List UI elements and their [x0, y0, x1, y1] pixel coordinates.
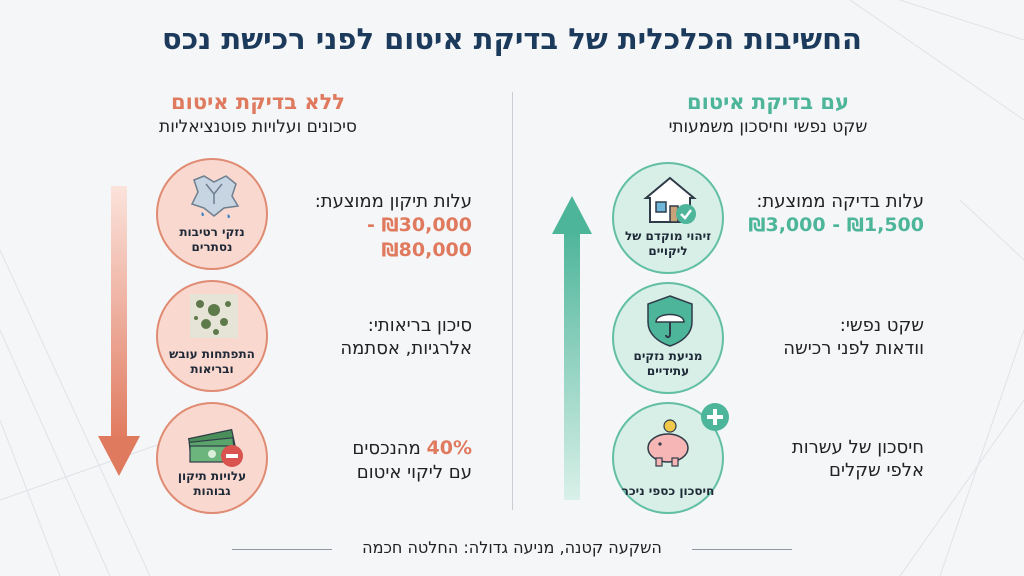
with-inspection-heading: עם בדיקת איטום — [687, 90, 849, 114]
health-risk-line2: אלרגיות, אסתמה — [340, 338, 472, 360]
mold-icon — [190, 294, 238, 338]
savings-label: חיסכון כספי ניכר — [621, 483, 715, 498]
peace-of-mind-line2: וודאות לפני רכישה — [783, 338, 924, 360]
shield-umbrella-icon — [647, 295, 693, 347]
up-arrow-icon — [552, 196, 592, 500]
inspection-cost-value: ₪1,500 - ₪3,000 — [748, 214, 924, 237]
savings-line1: חיסכון של עשרות — [791, 437, 924, 458]
peace-of-mind-text: שקט נפשי: וודאות לפני רכישה — [734, 314, 924, 361]
page-title: החשיבות הכלכלית של בדיקת איטום לפני רכיש… — [162, 22, 862, 56]
percentage-value: 40% — [426, 437, 472, 459]
without-inspection-subheading: סיכונים ועלויות פוטנציאליות — [159, 117, 357, 137]
high-repair-costs-circle: עלויות תיקון גבוהות — [156, 402, 268, 514]
early-detection-label: זיהוי מוקדם של ליקויים — [625, 229, 711, 258]
hidden-moisture-label: נזקי רטיבות נסתרים — [179, 225, 245, 254]
savings-line2: אלפי שקלים — [829, 460, 924, 482]
mold-health-circle: התפתחות עובש ובריאות — [156, 280, 268, 392]
plus-icon — [701, 403, 729, 431]
mold-health-label: התפתחות עובש ובריאות — [169, 347, 255, 376]
footer-line-right — [692, 549, 792, 550]
properties-percentage-line1: 40% מהנכסים — [282, 436, 472, 461]
without-inspection-header: ללא בדיקת איטום סיכונים ועלויות פוטנציאל… — [108, 90, 408, 137]
column-divider — [512, 92, 513, 510]
damage-prevention-label: מניעת נזקים עתידיים — [633, 349, 703, 378]
damage-prevention-circle: מניעת נזקים עתידיים — [612, 282, 724, 394]
house-check-icon — [643, 176, 697, 224]
properties-percentage-text: 40% מהנכסים עם ליקוי איטום — [282, 436, 472, 484]
hidden-moisture-circle: נזקי רטיבות נסתרים — [156, 158, 268, 270]
repair-cost-value: ₪30,000 - ₪80,000 — [366, 214, 472, 262]
health-risk-line1: סיכון בריאותי: — [367, 315, 472, 336]
repair-cost-line1: עלות תיקון ממוצעת: — [314, 191, 472, 212]
early-detection-circle: זיהוי מוקדם של ליקויים — [612, 162, 724, 274]
peace-of-mind-line1: שקט נפשי: — [839, 315, 924, 336]
without-inspection-heading: ללא בדיקת איטום — [170, 90, 346, 114]
with-inspection-subheading: שקט נפשי וחיסכון משמעותי — [668, 117, 868, 137]
footer-line-left — [232, 549, 332, 550]
money-stack-icon — [187, 428, 243, 467]
piggy-bank-icon — [647, 419, 689, 467]
down-arrow-icon — [98, 186, 140, 476]
savings-circle: חיסכון כספי ניכר — [612, 402, 729, 514]
health-risk-text: סיכון בריאותי: אלרגיות, אסתמה — [282, 314, 472, 361]
percentage-rest: מהנכסים — [352, 438, 427, 459]
with-inspection-header: עם בדיקת איטום שקט נפשי וחיסכון משמעותי — [618, 90, 918, 137]
water-damage-icon — [190, 175, 240, 219]
inspection-cost-line1: עלות בדיקה ממוצעת: — [756, 191, 924, 212]
footer-tagline: השקעה קטנה, מניעה גדולה: החלטה חכמה — [362, 538, 662, 557]
properties-percentage-line2: עם ליקוי איטום — [356, 461, 472, 483]
savings-text: חיסכון של עשרות אלפי שקלים — [734, 436, 924, 483]
high-repair-costs-label: עלויות תיקון גבוהות — [177, 469, 247, 498]
inspection-cost-text: עלות בדיקה ממוצעת: ₪1,500 - ₪3,000 — [734, 190, 924, 238]
repair-cost-text: עלות תיקון ממוצעת: ₪30,000 - ₪80,000 — [282, 190, 472, 263]
